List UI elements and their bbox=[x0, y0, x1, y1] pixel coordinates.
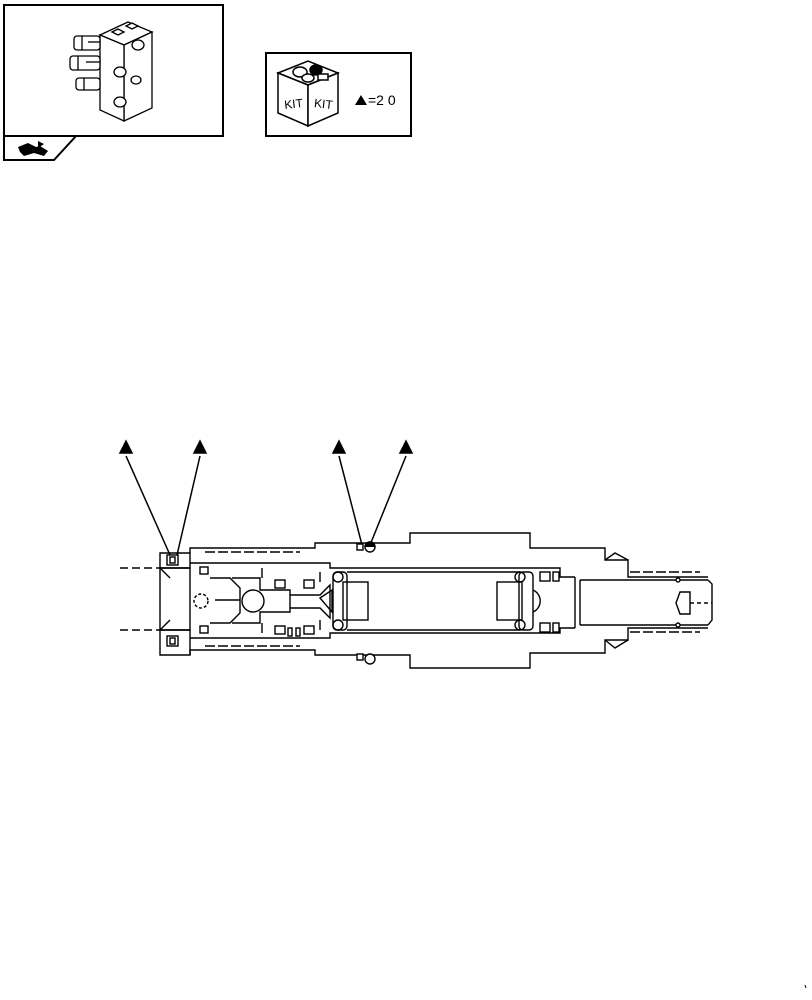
callout-triangle-icon bbox=[398, 439, 414, 454]
valve-block-thumbnail-icon bbox=[69, 21, 154, 123]
leader-line bbox=[125, 455, 171, 556]
corner-mark bbox=[804, 984, 807, 989]
kit-legend-box: KIT KIT =2 0 bbox=[265, 52, 412, 137]
callout-triangle-icon bbox=[118, 439, 134, 454]
leader-line bbox=[369, 455, 407, 546]
leader-line bbox=[338, 455, 363, 546]
callout-triangle-icon bbox=[192, 439, 208, 454]
kit-cube-icon bbox=[275, 60, 341, 128]
page-nav-arrow-icon[interactable] bbox=[18, 141, 48, 156]
assembly-thumbnail[interactable] bbox=[3, 4, 224, 161]
legend-triangle-icon bbox=[355, 95, 367, 105]
callout-triangle-icon bbox=[331, 439, 347, 454]
callouts bbox=[118, 439, 414, 556]
kit-label-left: KIT bbox=[284, 96, 305, 112]
kit-legend-text: =2 0 bbox=[368, 92, 396, 108]
kit-label-right: KIT bbox=[313, 96, 334, 112]
cartridge-valve-section bbox=[120, 532, 713, 669]
leader-line bbox=[176, 455, 201, 556]
